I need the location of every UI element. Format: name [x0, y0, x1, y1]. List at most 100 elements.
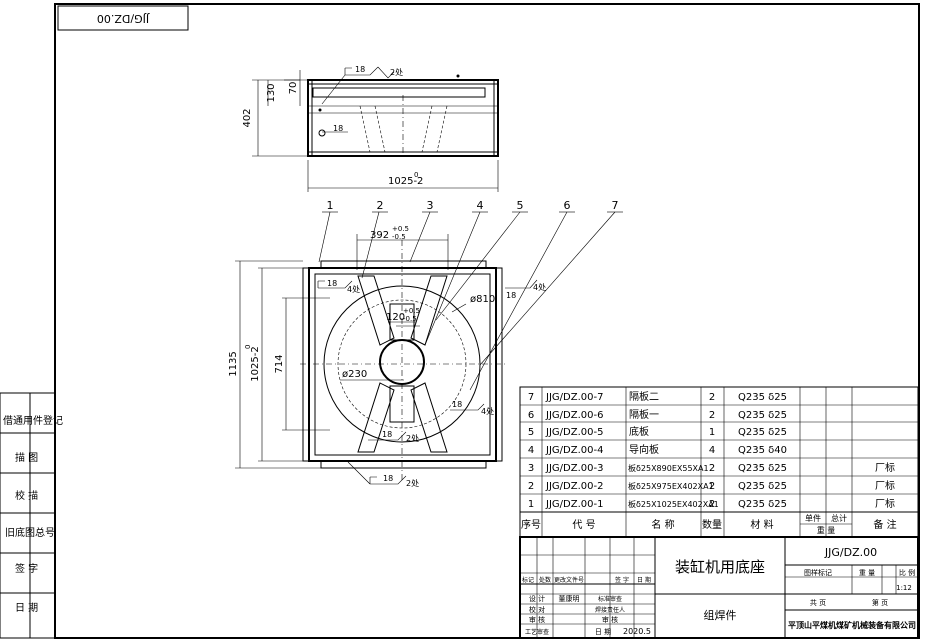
parts-row-5-seq: 2 [528, 481, 534, 492]
role2-3: 日 期 [595, 628, 611, 636]
dim-spacing-tol-down: -0.5 [392, 233, 406, 241]
page-label: 第 页 [872, 598, 888, 607]
header-remarks: 备 注 [873, 518, 896, 531]
callout-7: 7 [612, 199, 619, 212]
mark-col-1: 处数 [539, 576, 551, 584]
mark-col-0: 标记 [522, 576, 534, 584]
parts-row-6-name: 板δ25X1025EX402XA1 [628, 499, 719, 509]
main-weld-size-3: 18 [382, 430, 392, 439]
header-name: 名 称 [651, 518, 674, 531]
dim-inner-circle: ø230 [342, 369, 367, 380]
role-2: 审 核 [529, 615, 545, 624]
title-block: 标记 处数 更改文件号 签 字 日 期 设 计 校 对 审 核 工艺审查 董康明… [519, 536, 919, 639]
parts-row-1-code: JJG/DZ.00-6 [545, 410, 603, 421]
sheet-border [54, 3, 920, 639]
role2-0: 标准审查 [598, 595, 622, 603]
parts-row-6-qty: 2 [709, 499, 715, 510]
drawing-title: 装缸机用底座 [675, 558, 765, 576]
top-dim-height-upper: 130 [266, 83, 277, 102]
main-weld-count-0: 4处 [347, 284, 360, 294]
mark-col-4: 日 期 [637, 576, 651, 584]
main-weld-size-2: 18 [452, 400, 462, 409]
main-weld-size-4: 18 [383, 474, 393, 483]
parts-row-1-qty: 2 [709, 410, 715, 421]
callout-1: 1 [327, 199, 334, 212]
parts-row-0-code: JJG/DZ.00-7 [545, 392, 603, 403]
designer: 董康明 [559, 594, 580, 603]
parts-row-6-remarks: 厂标 [875, 498, 895, 510]
responsible: 焊接责任人 [595, 606, 625, 614]
dim-outer-circle: ø810 [470, 294, 495, 305]
parts-row-2-seq: 5 [528, 427, 534, 438]
parts-row-1-seq: 6 [528, 410, 534, 421]
frame-outline [308, 267, 497, 462]
top-dim-height-top: 70 [288, 82, 299, 95]
parts-row-5-name: 板δ25X975EX402XA1 [628, 481, 714, 491]
dim-slot-tol-up: +0.5 [403, 307, 420, 315]
drawing-subtitle: 组焊件 [704, 608, 737, 622]
sheet-label: 共 页 [810, 598, 826, 607]
parts-row-5-remarks: 厂标 [875, 480, 895, 492]
parts-row-5-qty: 2 [709, 481, 715, 492]
drawing-number-stamp-box [57, 5, 189, 31]
parts-row-3-material: Q235 δ40 [738, 445, 787, 456]
main-view: 1 2 3 4 5 6 7 392 +0.5 -0.5 120 +0.5 -0.… [228, 199, 623, 488]
dim-height-inner: 714 [274, 354, 285, 373]
company-name: 平顶山平煤机煤矿机械装备有限公司 [788, 620, 916, 630]
callout-5: 5 [517, 199, 524, 212]
parts-row-2-material: Q235 δ25 [738, 427, 787, 438]
top-view: 402 130 70 1025-2 0 18 2处 18 [242, 65, 499, 192]
parts-row-1-material: Q235 δ25 [738, 410, 787, 421]
side-label-1: 描 图 [15, 451, 38, 464]
side-label-panel [0, 392, 56, 639]
parts-row-6-seq: 1 [528, 499, 534, 510]
parts-row-6-code: JJG/DZ.00-1 [545, 499, 603, 510]
callout-3: 3 [427, 199, 434, 212]
main-weld-count-1: 4处 [533, 282, 546, 292]
parts-row-1-name: 隔板一 [629, 408, 659, 421]
parts-row-2-qty: 1 [709, 427, 715, 438]
top-dim-width: 1025-2 [388, 176, 423, 187]
role-0: 设 计 [529, 594, 545, 603]
top-weld-size-1: 18 [333, 124, 343, 133]
parts-row-2-code: JJG/DZ.00-5 [545, 427, 603, 438]
side-label-2: 校 描 [15, 489, 38, 502]
role2-2: 审 核 [602, 615, 618, 624]
parts-row-3-name: 导向板 [629, 443, 659, 456]
main-weld-size-0: 18 [327, 279, 337, 288]
parts-row-0-qty: 2 [709, 392, 715, 403]
weight-label: 重 量 [859, 569, 875, 577]
top-dim-height-total: 402 [242, 108, 253, 127]
side-label-5: 日 期 [15, 602, 38, 614]
date: 2020.5 [623, 627, 651, 636]
parts-list: 7 JJG/DZ.00-7 隔板二 2 Q235 δ25 6 JJG/DZ.00… [519, 386, 919, 538]
parts-row-3-code: JJG/DZ.00-4 [545, 445, 603, 456]
parts-row-2-name: 底板 [629, 425, 649, 438]
dim-height-total: 1135 [228, 351, 239, 376]
side-label-4: 签 字 [15, 562, 38, 575]
header-material: 材 料 [750, 518, 773, 531]
parts-row-0-name: 隔板二 [629, 390, 659, 403]
callout-6: 6 [564, 199, 571, 212]
stage-mark: 图样标记 [804, 568, 832, 577]
parts-row-5-material: Q235 δ25 [738, 481, 787, 492]
top-dim-width-tol: 0 [414, 171, 418, 179]
callout-4: 4 [477, 199, 484, 212]
scale: 1:12 [896, 584, 912, 592]
dim-height-frame: 1025-2 [250, 346, 261, 381]
header-weight: 重 量 [817, 525, 836, 535]
header-code: 代 号 [572, 519, 595, 531]
parts-row-6-material: Q235 δ25 [738, 499, 787, 510]
side-label-0: 借通用件登记 [3, 414, 63, 427]
mark-col-2: 更改文件号 [554, 576, 584, 584]
parts-row-4-remarks: 厂标 [875, 462, 895, 474]
main-weld-size-1: 18 [506, 291, 516, 300]
header-qty: 数量 [702, 518, 722, 531]
main-weld-count-3: 2处 [406, 433, 419, 443]
outer-circle [323, 285, 481, 443]
title-drawing-number: JJG/DZ.00 [824, 546, 877, 559]
dim-spacing-tol-up: +0.5 [392, 225, 409, 233]
parts-row-4-material: Q235 δ25 [738, 463, 787, 474]
parts-row-4-code: JJG/DZ.00-3 [545, 463, 603, 474]
